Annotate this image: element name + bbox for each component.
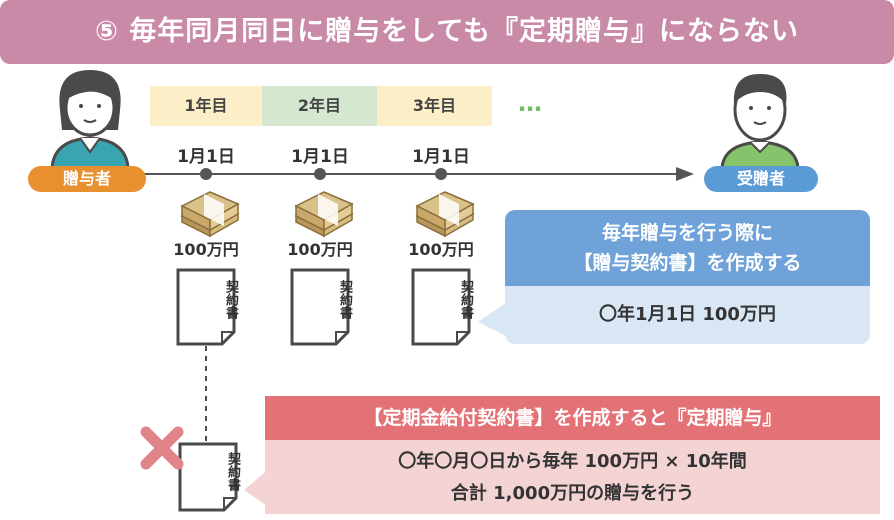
- money-stack-icon-1: [180, 191, 240, 238]
- periodic-body-line1: 〇年〇月〇日から毎年 100万円 × 10年間: [398, 451, 747, 472]
- ellipsis-mark: …: [518, 89, 542, 117]
- annual-heading-line2: 【贈与契約書】を作成する: [573, 252, 802, 274]
- contract-doc-label-2: 契約書: [337, 280, 352, 319]
- contract-doc-label-1: 契約書: [223, 280, 238, 319]
- annual-heading-line1: 毎年贈与を行う際に: [601, 222, 773, 244]
- periodic-contract-body: 〇年〇月〇日から毎年 100万円 × 10年間 合計 1,000万円の贈与を行う: [265, 440, 880, 514]
- timeline-arrowhead: [676, 167, 694, 181]
- year-box-3: 3年目: [377, 86, 492, 126]
- contract-document-icon-3: [411, 268, 471, 346]
- amount-label-2: 100万円: [287, 240, 353, 259]
- contract-document-icon-1: [176, 268, 236, 346]
- contract-document-icon-lower: [178, 442, 238, 512]
- amount-label-3: 100万円: [408, 240, 474, 259]
- year-box-2: 2年目: [262, 86, 377, 126]
- year-box-1: 1年目: [150, 86, 262, 126]
- contract-doc-label-lower: 契約書: [225, 452, 240, 491]
- money-stack-icon-3: [415, 191, 475, 238]
- cross-mark-icon: [140, 426, 184, 470]
- periodic-body-line2: 合計 1,000万円の贈与を行う: [450, 483, 695, 504]
- money-stack-icon-2: [294, 191, 354, 238]
- giver-label: 贈与者: [28, 166, 146, 192]
- date-label-2: 1月1日: [291, 147, 349, 167]
- page-title: ⑤ 毎年同月同日に贈与をしても『定期贈与』にならない: [94, 16, 800, 47]
- annual-contract-body: 〇年1月1日 100万円: [505, 286, 870, 344]
- giver-person-icon: [50, 70, 130, 170]
- timeline-dot-3: [435, 168, 447, 180]
- timeline-dot-2: [314, 168, 326, 180]
- date-label-3: 1月1日: [412, 147, 470, 167]
- warning-box-pointer: [244, 468, 270, 508]
- contract-doc-label-3: 契約書: [458, 280, 473, 319]
- contract-document-icon-2: [290, 268, 350, 346]
- periodic-contract-heading: 【定期金給付契約書】を作成すると『定期贈与』: [265, 396, 880, 440]
- annual-contract-heading: 毎年贈与を行う際に 【贈与契約書】を作成する: [505, 210, 870, 286]
- timeline-dot-1: [200, 168, 212, 180]
- amount-label-1: 100万円: [173, 240, 239, 259]
- receiver-person-icon: [720, 74, 800, 170]
- info-box-pointer: [478, 300, 510, 338]
- title-banner: [0, 0, 894, 64]
- receiver-label: 受贈者: [704, 166, 818, 192]
- date-label-1: 1月1日: [177, 147, 235, 167]
